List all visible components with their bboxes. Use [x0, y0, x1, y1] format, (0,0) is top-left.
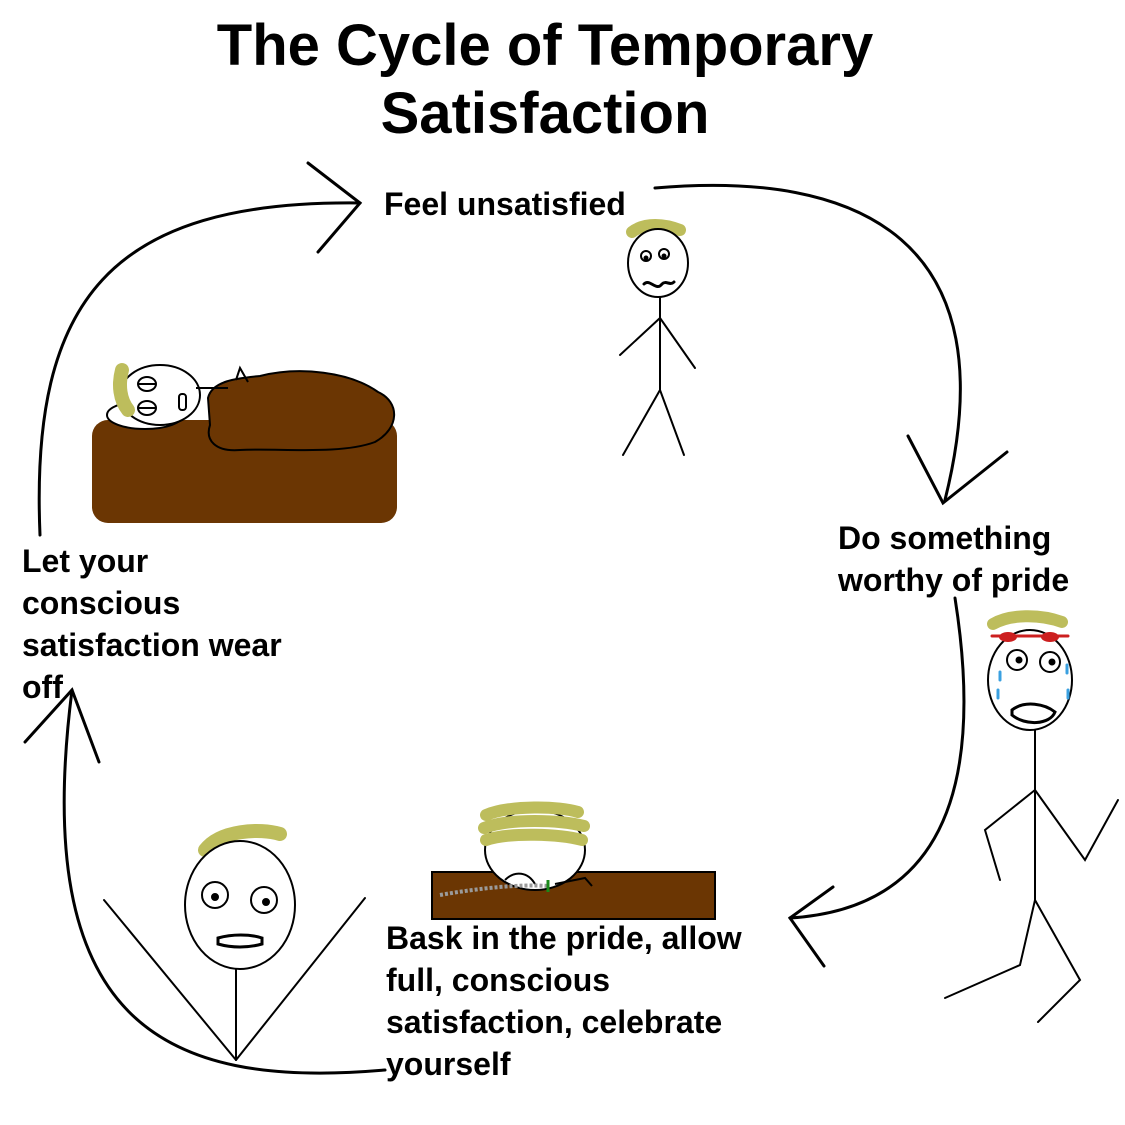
step-label-line: off	[22, 669, 63, 705]
arrow-to-let	[62, 688, 387, 1075]
open-mouth	[1010, 702, 1057, 724]
head	[627, 228, 689, 298]
step-bask-in-pride: Bask in the pride, allow full, conscious…	[386, 917, 742, 1085]
trophy	[439, 883, 549, 897]
arrow-to-do-head	[906, 434, 1009, 506]
step-label-line: satisfaction wear	[22, 627, 282, 663]
cycle-arrows	[23, 161, 1009, 1075]
sleeping-figure	[92, 363, 397, 523]
arrow-to-do	[653, 183, 962, 502]
arrow-to-bask-head	[787, 885, 835, 968]
hair	[478, 801, 590, 846]
diagram-title: The Cycle of Temporary Satisfaction	[0, 12, 1090, 148]
step-label-line: full, conscious	[386, 962, 611, 998]
step-let-satisfaction-wear-off: Let your conscious satisfaction wear off	[22, 540, 282, 708]
step-label-line: satisfaction, celebrate	[386, 1004, 723, 1040]
working-figure	[944, 610, 1119, 1023]
unsatisfied-figure	[619, 219, 696, 456]
step-do-something: Do something worthy of pride	[838, 517, 1069, 601]
arrow-to-let-head	[23, 687, 101, 764]
arrow-to-bask	[788, 596, 966, 920]
hair	[626, 219, 686, 238]
step-label-line: conscious	[22, 585, 181, 621]
basking-figure	[431, 801, 716, 920]
head	[184, 840, 296, 970]
title-line-1: The Cycle of Temporary	[216, 13, 874, 78]
step-feel-unsatisfied: Feel unsatisfied	[384, 183, 626, 225]
step-label-line: Feel unsatisfied	[384, 186, 626, 222]
arrow-to-feel-head	[306, 161, 363, 254]
blanket	[206, 370, 396, 452]
hair	[113, 363, 135, 417]
step-label-line: Let your	[22, 543, 149, 579]
step-label-line: yourself	[386, 1046, 511, 1082]
step-label-line: Do something	[838, 520, 1052, 556]
head	[119, 364, 201, 426]
celebrating-figure	[103, 824, 366, 1061]
desk	[431, 871, 716, 920]
step-label-line: Bask in the pride, allow	[386, 920, 742, 956]
hair	[987, 610, 1068, 630]
frown-mouth	[642, 280, 676, 288]
title-line-2: Satisfaction	[380, 81, 710, 146]
arrow-to-feel	[37, 201, 362, 537]
hair	[198, 824, 287, 857]
smile-mouth	[216, 933, 264, 949]
step-label-line: worthy of pride	[838, 562, 1070, 598]
